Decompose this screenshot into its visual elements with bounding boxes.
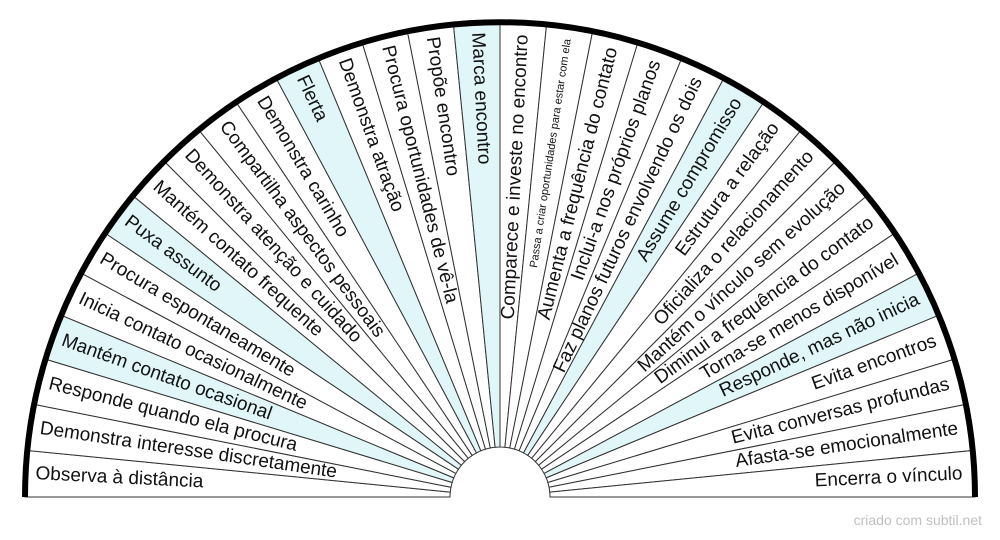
segments-group [24,21,976,498]
outer-arc [22,19,978,498]
credit-text: criado com subtil.net [853,512,982,528]
